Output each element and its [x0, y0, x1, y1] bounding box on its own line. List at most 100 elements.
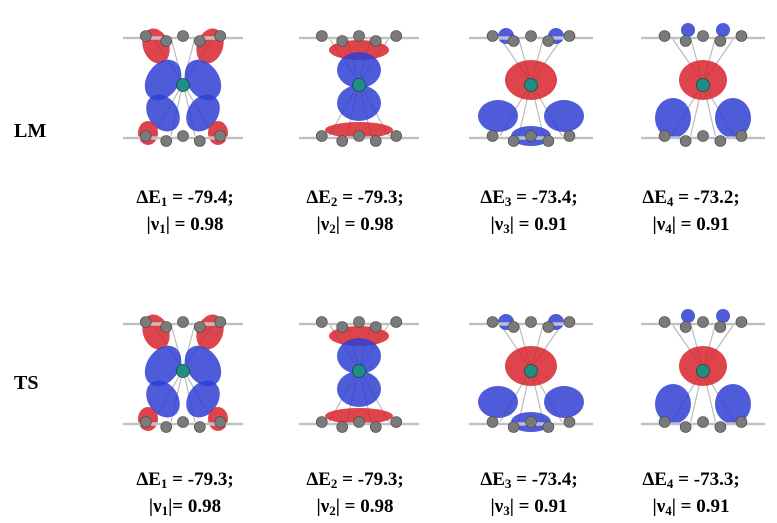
metal-atom — [524, 78, 538, 92]
carbon-atom — [177, 30, 189, 42]
row-label-ts: TS — [14, 372, 39, 394]
ts-nocv-4-orbital-image — [628, 294, 777, 444]
red-lobe — [325, 122, 393, 138]
nu-label: |ν3| = 0.91 — [490, 214, 568, 236]
blue-lobe — [478, 100, 518, 132]
carbon-atom — [160, 135, 173, 147]
blue-lobe — [681, 23, 695, 37]
blue-lobe — [144, 345, 182, 387]
nu-label: |ν1| = 0.98 — [146, 214, 224, 236]
carbon-atom — [177, 130, 189, 142]
carbon-atom — [194, 421, 206, 433]
nu-label: |ν1|= 0.98 — [148, 496, 222, 518]
carbon-atom — [214, 416, 226, 428]
carbon-atom — [658, 130, 671, 142]
carbon-atom — [697, 316, 709, 328]
blue-lobe — [715, 98, 751, 138]
carbon-atom — [486, 30, 499, 42]
ts-nocv-3-orbital-image — [456, 294, 606, 444]
carbon-atom — [390, 416, 402, 428]
carbon-atom — [542, 421, 555, 433]
metal-atom — [696, 78, 710, 92]
carbon-atom — [139, 416, 152, 428]
lm-caption-1: ΔE1 = -79.4; |ν1| = 0.98 — [100, 184, 270, 238]
blue-lobe — [146, 94, 180, 132]
delta-e-label: ΔE3 = -73.4; — [480, 469, 578, 491]
carbon-atom — [336, 35, 349, 47]
carbon-atom — [177, 316, 189, 328]
blue-lobe — [186, 380, 220, 418]
carbon-atom — [336, 421, 349, 433]
carbon-atom — [714, 135, 727, 147]
carbon-atom — [315, 30, 328, 42]
carbon-atom — [390, 316, 402, 328]
blue-lobe — [655, 98, 691, 138]
carbon-atom — [486, 130, 499, 142]
carbon-atom — [735, 316, 748, 328]
metal-atom — [524, 364, 538, 378]
orbital-svg — [641, 309, 765, 433]
carbon-atom — [390, 30, 402, 42]
carbon-atom — [563, 316, 576, 328]
carbon-atom — [525, 130, 537, 142]
carbon-atom — [525, 30, 537, 42]
carbon-atom — [697, 30, 709, 42]
blue-lobe — [337, 338, 381, 374]
carbon-atom — [160, 35, 173, 47]
blue-lobe — [144, 59, 182, 101]
blue-lobe — [655, 384, 691, 424]
carbon-atom — [525, 416, 537, 428]
blue-lobe — [716, 23, 730, 37]
blue-lobe — [184, 345, 222, 387]
blue-lobe — [544, 386, 584, 418]
carbon-atom — [139, 316, 152, 328]
carbon-atom — [315, 316, 328, 328]
carbon-atom — [735, 130, 748, 142]
orbital-svg — [469, 28, 593, 147]
carbon-atom — [679, 421, 692, 433]
carbon-atom — [507, 135, 520, 147]
blue-lobe — [337, 371, 381, 407]
carbon-atom — [139, 130, 152, 142]
lm-nocv-3-orbital-image — [456, 8, 606, 158]
row-label-lm: LM — [14, 120, 47, 142]
metal-atom — [696, 364, 710, 378]
carbon-atom — [542, 321, 555, 333]
blue-lobe — [184, 59, 222, 101]
blue-lobe — [681, 309, 695, 323]
delta-e-label: ΔE4 = -73.2; — [642, 187, 740, 209]
orbital-svg — [299, 316, 419, 433]
carbon-atom — [486, 416, 499, 428]
nu-label: |ν4| = 0.91 — [652, 496, 730, 518]
carbon-atom — [525, 316, 537, 328]
delta-e-label: ΔE1 = -79.4; — [136, 187, 234, 209]
carbon-atom — [542, 35, 555, 47]
orbital-svg — [469, 314, 593, 433]
lm-caption-4: ΔE4 = -73.2; |ν4| = 0.91 — [606, 184, 776, 238]
carbon-atom — [714, 421, 727, 433]
ts-nocv-2-orbital-image — [284, 294, 434, 444]
nu-label: |ν3| = 0.91 — [490, 496, 568, 518]
carbon-atom — [390, 130, 402, 142]
carbon-atom — [214, 30, 226, 42]
metal-atom — [352, 364, 366, 378]
carbon-atom — [370, 135, 382, 147]
carbon-atom — [214, 130, 226, 142]
lm-nocv-4-orbital-image — [628, 8, 777, 158]
nu-label: |ν4| = 0.91 — [652, 214, 730, 236]
carbon-atom — [194, 135, 206, 147]
carbon-atom — [139, 30, 152, 42]
lm-caption-2: ΔE2 = -79.3; |ν2| = 0.98 — [270, 184, 440, 238]
ts-caption-3: ΔE3 = -73.4; |ν3| = 0.91 — [444, 466, 614, 520]
carbon-atom — [370, 421, 382, 433]
metal-atom — [176, 364, 190, 378]
carbon-atom — [658, 416, 671, 428]
carbon-atom — [679, 135, 692, 147]
metal-atom — [176, 78, 190, 92]
carbon-atom — [507, 421, 520, 433]
nu-label: |ν2| = 0.98 — [316, 496, 394, 518]
delta-e-label: ΔE2 = -79.3; — [306, 469, 404, 491]
carbon-atom — [697, 130, 709, 142]
carbon-atom — [563, 416, 576, 428]
carbon-atom — [658, 316, 671, 328]
